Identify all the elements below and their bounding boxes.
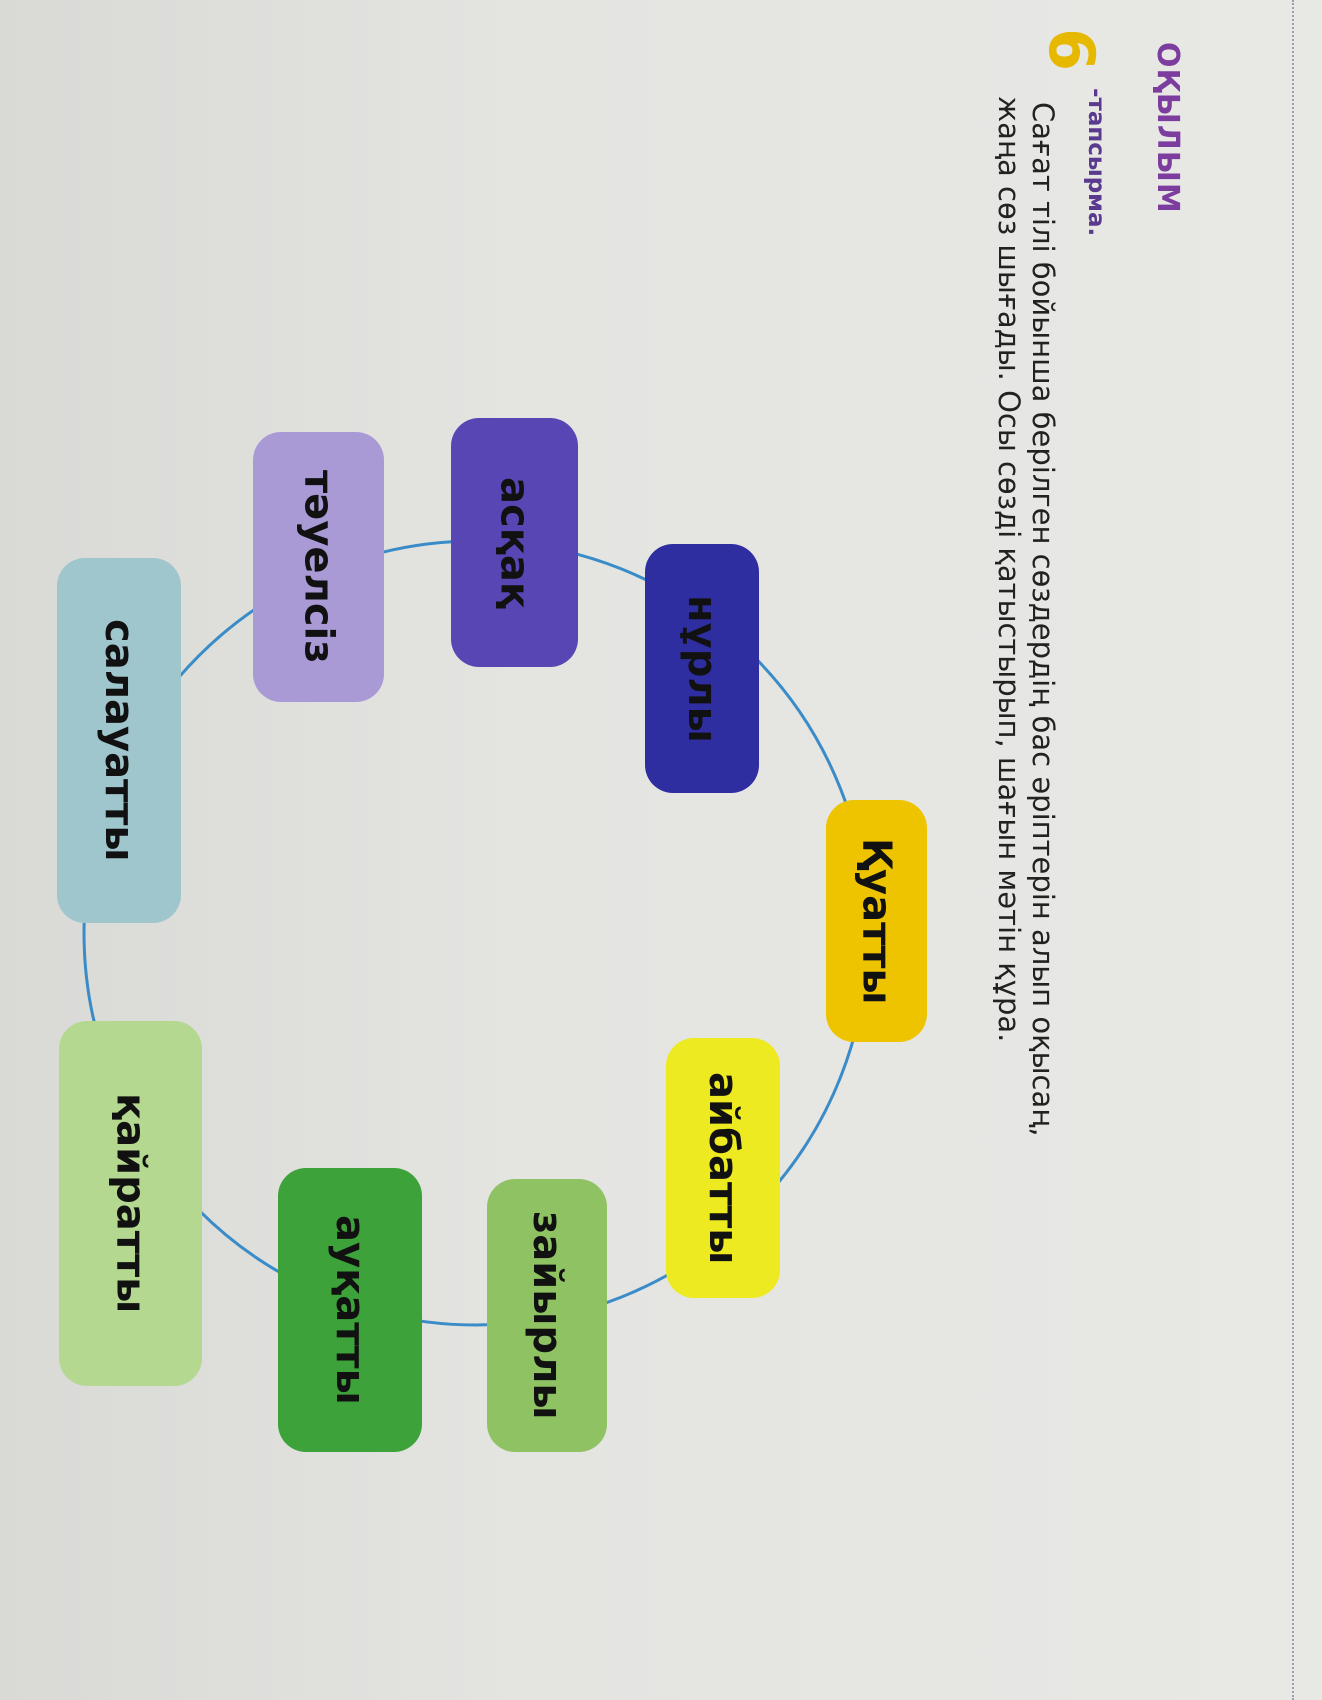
word-label: салауатты [96,619,142,862]
task-label: -тапсырма. [1083,88,1109,237]
word-label: асқақ [491,476,538,609]
instruction-line-2: жаңа сөз шығады. Осы сөзді қатыстырып, ш… [992,96,1026,1043]
word-box-zaiyrly: зайырлы [487,1179,607,1452]
word-box-nurly: нұрлы [645,544,759,793]
word-box-qairatty: қайратты [59,1021,202,1386]
word-label: нұрлы [679,594,725,743]
word-label: ауқатты [327,1215,373,1405]
word-box-asqaq: асқақ [451,418,578,667]
word-label: Қуатты [853,837,900,1005]
word-box-tauelsiz: тәуелсіз [253,432,384,702]
word-label: айбатты [700,1071,746,1265]
word-label: қайратты [107,1093,154,1314]
section-heading: ОҚЫЛЫМ [1150,42,1185,214]
word-box-salauatty: салауатты [57,558,181,923]
task-number: 6 [1035,28,1108,72]
word-box-aibatty: айбатты [666,1038,780,1298]
instruction-line-1: Сағат тілі бойынша берілген сөздердің ба… [1026,102,1060,1137]
word-label: зайырлы [524,1211,570,1420]
word-box-auqatty: ауқатты [278,1168,422,1452]
word-box-quatty: Қуатты [826,800,927,1042]
word-label: тәуелсіз [295,470,342,664]
page-margin-dotted-line [1292,0,1294,1700]
